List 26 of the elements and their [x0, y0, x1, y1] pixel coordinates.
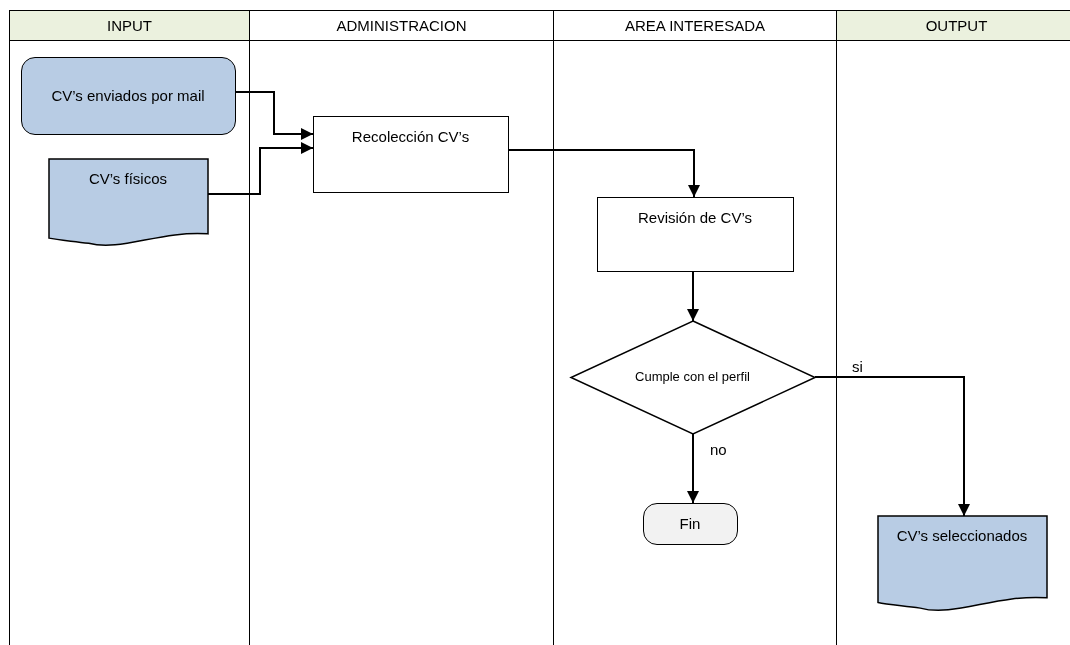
- node-label: CV’s enviados por mail: [51, 85, 205, 106]
- node-label: Recolección CV’s: [351, 126, 470, 147]
- swimlane: [836, 10, 1070, 645]
- arrow: [687, 271, 699, 322]
- node-label: Cumple con el perfil: [635, 367, 750, 386]
- swimlane: [249, 10, 553, 645]
- node-label: CV’s seleccionados: [896, 525, 1028, 546]
- terminal-box: [642, 502, 738, 545]
- lane-header: OUTPUT: [837, 11, 1070, 41]
- document-shape: [877, 515, 1047, 610]
- swimlane: [9, 10, 249, 645]
- process-box: [312, 115, 509, 193]
- arrow: [235, 91, 314, 140]
- arrow: [687, 433, 699, 504]
- node-label: Revisión de CV’s: [638, 207, 752, 228]
- node-label: Fin: [679, 513, 701, 534]
- arrow: [814, 376, 970, 517]
- arrow: [508, 149, 700, 198]
- lane-header: INPUT: [10, 11, 249, 41]
- process-box: [596, 196, 794, 272]
- terminal-box: [20, 56, 236, 135]
- swimlane: [553, 10, 836, 645]
- decision-diamond: [570, 320, 815, 434]
- arrow: [207, 142, 314, 195]
- document-shape: [48, 158, 208, 245]
- node-label: CV’s físicos: [88, 168, 168, 189]
